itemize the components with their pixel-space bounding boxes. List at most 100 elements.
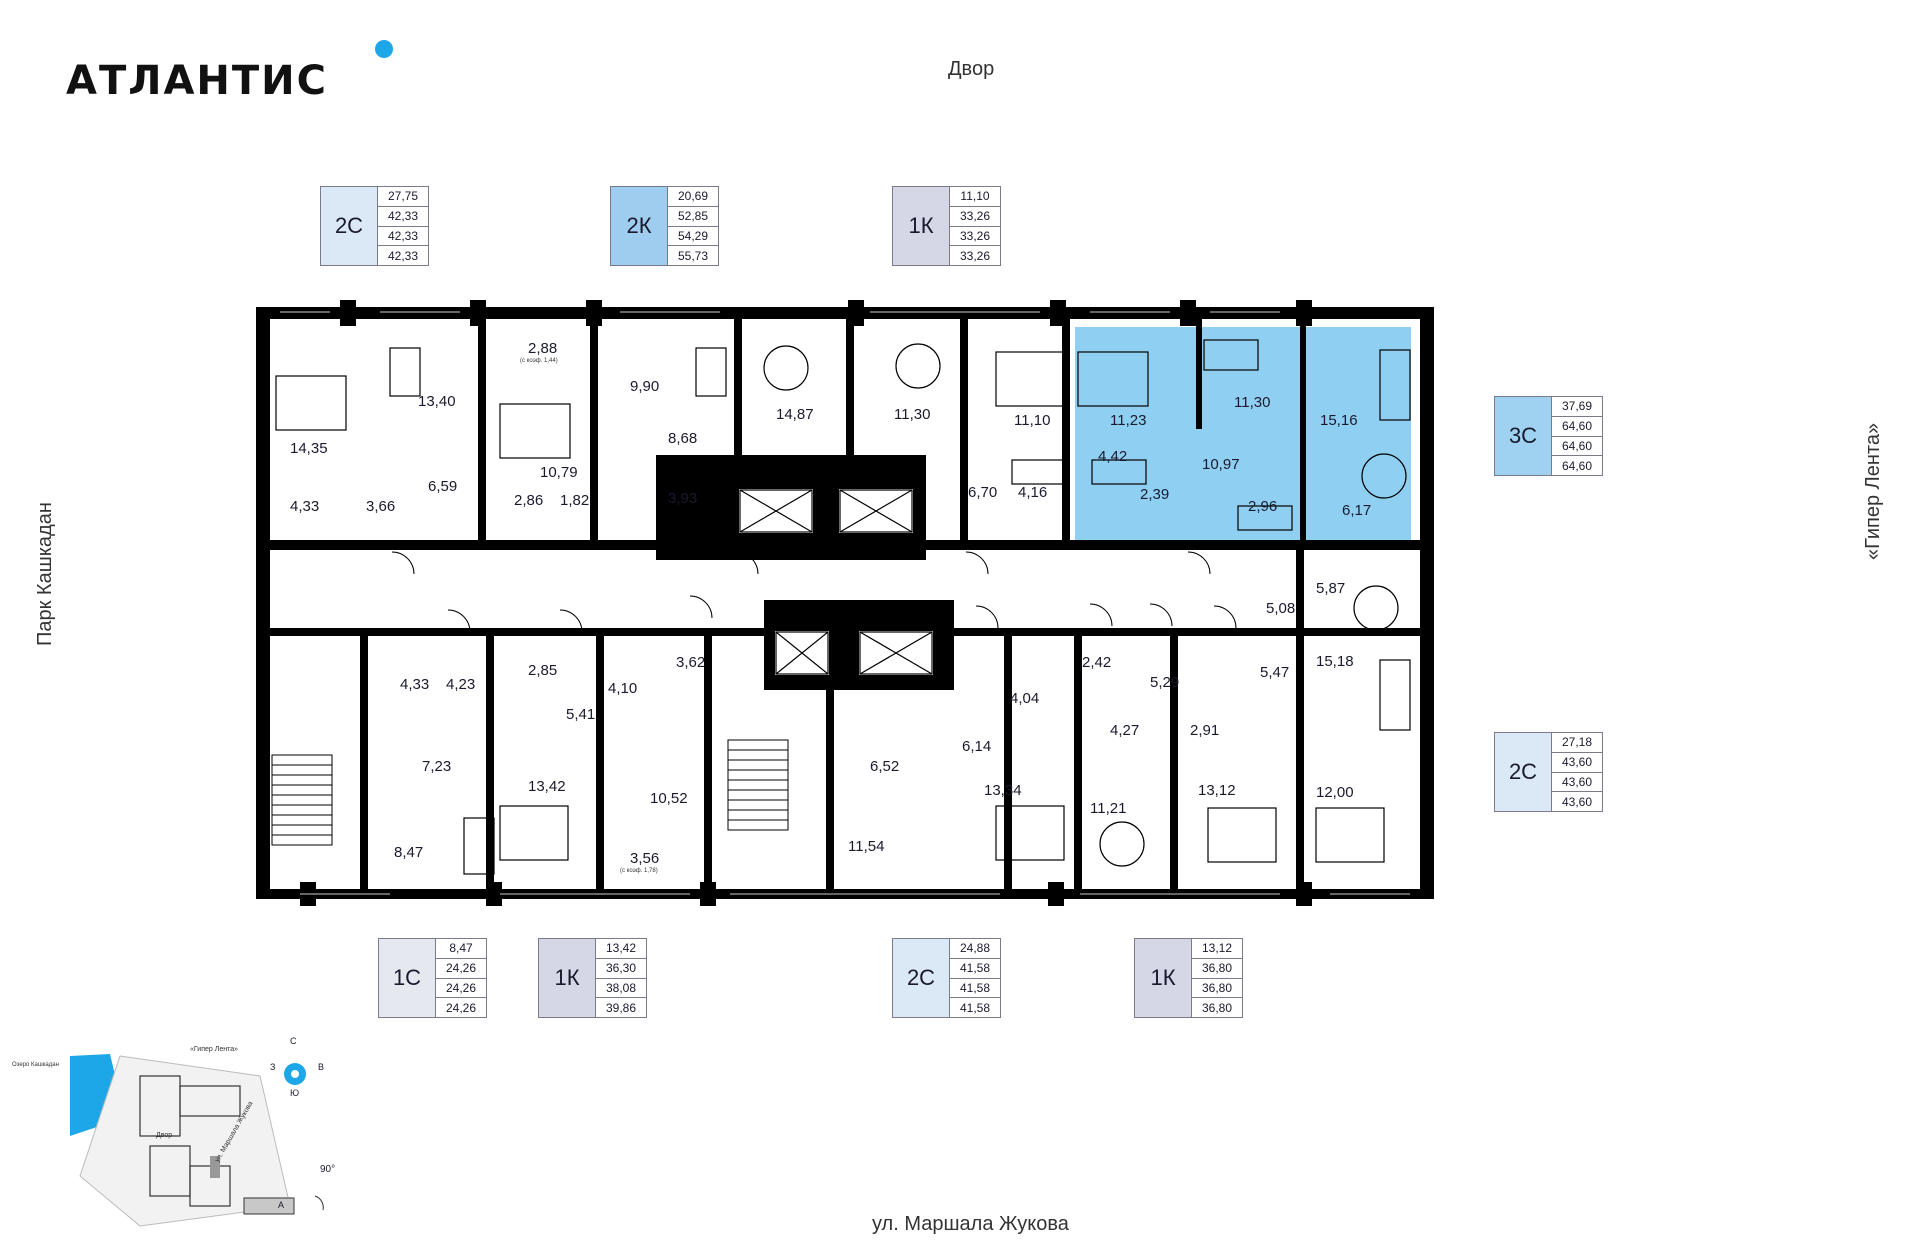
room-area: 5,47 bbox=[1260, 664, 1290, 681]
room-area: 5,87 bbox=[1316, 580, 1346, 597]
room-area: 4,33 bbox=[290, 498, 320, 515]
room-area: 2,39 bbox=[1140, 486, 1170, 503]
card-value: 13,12 bbox=[1192, 939, 1242, 959]
room-area: 11,30 bbox=[894, 406, 931, 423]
card-value: 41,58 bbox=[959, 1000, 991, 1015]
room-area: 5,08 bbox=[1266, 600, 1296, 617]
room-area: 11,54 bbox=[848, 838, 885, 855]
card-value: 42,33 bbox=[378, 227, 428, 247]
card-value: 42,33 bbox=[387, 248, 419, 263]
room-area: 13,40 bbox=[418, 393, 456, 410]
room-area: 14,35 bbox=[290, 440, 328, 457]
card-value: 33,26 bbox=[950, 207, 1000, 227]
room-area: 6,17 bbox=[1342, 502, 1372, 519]
room-area: 5,41 bbox=[566, 706, 596, 723]
room-area: 2,91 bbox=[1190, 722, 1220, 739]
room-area: 11,23 bbox=[1110, 412, 1147, 429]
card-value: 54,29 bbox=[668, 227, 718, 247]
compass-n: С bbox=[290, 1036, 297, 1046]
card-value: 64,60 bbox=[1561, 458, 1593, 473]
card-value: 36,80 bbox=[1201, 1000, 1233, 1015]
room-area: 4,33 bbox=[400, 676, 430, 693]
apartment-code: 3С bbox=[1495, 397, 1552, 475]
room-area: 9,90 bbox=[630, 378, 660, 395]
compass-w: З bbox=[270, 1062, 276, 1072]
room-area: 13,12 bbox=[1198, 782, 1236, 799]
room-area: 2,86 bbox=[514, 492, 544, 509]
room-area: 2,96 bbox=[1248, 498, 1278, 515]
room-area: 10,52 bbox=[650, 790, 688, 807]
label-south: ул. Маршала Жукова bbox=[872, 1213, 1069, 1235]
card-value: 43,60 bbox=[1552, 753, 1602, 773]
card-value: 43,60 bbox=[1561, 794, 1593, 809]
card-value: 64,60 bbox=[1552, 417, 1602, 437]
room-area: 11,10 bbox=[1014, 412, 1051, 429]
apartment-code: 1С bbox=[379, 939, 436, 1017]
card-value: 24,26 bbox=[445, 1000, 477, 1015]
apartment-code: 2С bbox=[1495, 733, 1552, 811]
brand-logo: АТЛАНТИС bbox=[66, 58, 329, 104]
card-value: 64,60 bbox=[1552, 437, 1602, 457]
room-area: 4,10 bbox=[608, 680, 638, 697]
highlight-apartment-3c[interactable] bbox=[1075, 327, 1411, 541]
lake-shape bbox=[70, 1054, 120, 1136]
room-area: 15,16 bbox=[1320, 412, 1358, 429]
card-value: 24,26 bbox=[436, 959, 486, 979]
room-area: 2,85 bbox=[528, 662, 558, 679]
room-area: 1,82 bbox=[560, 492, 590, 509]
minimap-yard-label: Двор bbox=[156, 1132, 173, 1139]
room-area: 13,42 bbox=[528, 778, 566, 795]
card-value: 42,33 bbox=[378, 207, 428, 227]
room-area: 11,21 bbox=[1090, 800, 1127, 817]
room-area: 10,79 bbox=[540, 464, 578, 481]
room-area: 4,42 bbox=[1098, 448, 1128, 465]
card-value: 52,85 bbox=[668, 207, 718, 227]
card-value: 37,69 bbox=[1552, 397, 1602, 417]
card-value: 24,88 bbox=[950, 939, 1000, 959]
compass-e: В bbox=[318, 1062, 325, 1072]
apartment-code: 1К bbox=[893, 187, 950, 265]
card-value: 27,18 bbox=[1552, 733, 1602, 753]
card-value: 36,80 bbox=[1192, 979, 1242, 999]
room-area: 3,62 bbox=[676, 654, 706, 671]
apartment-code: 2К bbox=[611, 187, 668, 265]
card-value: 36,80 bbox=[1192, 959, 1242, 979]
room-area: 5,29 bbox=[1150, 674, 1180, 691]
rotation-label: 90° bbox=[320, 1164, 336, 1175]
room-area: 12,00 bbox=[1316, 784, 1354, 801]
room-area: 3,66 bbox=[366, 498, 396, 515]
coef-note: (с коэф. 1,78) bbox=[620, 868, 658, 874]
room-area: 3,93 bbox=[668, 490, 698, 507]
card-value: 38,08 bbox=[596, 979, 646, 999]
compass-s: Ю bbox=[290, 1088, 300, 1098]
card-value: 11,10 bbox=[950, 187, 1000, 207]
section-label: А bbox=[278, 1200, 285, 1210]
card-value: 20,69 bbox=[668, 187, 718, 207]
room-area: 7,23 bbox=[422, 758, 452, 775]
room-area: 4,23 bbox=[446, 676, 476, 693]
card-value: 8,47 bbox=[436, 939, 486, 959]
coef-note: (с коэф. 1,44) bbox=[520, 358, 558, 364]
card-value: 39,86 bbox=[605, 1000, 637, 1015]
room-area: 3,56 bbox=[630, 850, 660, 867]
minimap-hyper-label: «Гипер Лента» bbox=[190, 1046, 238, 1053]
room-area: 8,47 bbox=[394, 844, 424, 861]
apartment-code: 1К bbox=[1135, 939, 1192, 1017]
card-value: 41,58 bbox=[950, 979, 1000, 999]
label-north: Двор bbox=[948, 58, 995, 80]
card-value: 41,58 bbox=[950, 959, 1000, 979]
room-area: 14,87 bbox=[776, 406, 814, 423]
room-area: 2,88 bbox=[528, 340, 558, 357]
apartment-code: 1К bbox=[539, 939, 596, 1017]
room-area: 15,18 bbox=[1316, 653, 1354, 670]
logo-dot-icon bbox=[375, 40, 393, 58]
